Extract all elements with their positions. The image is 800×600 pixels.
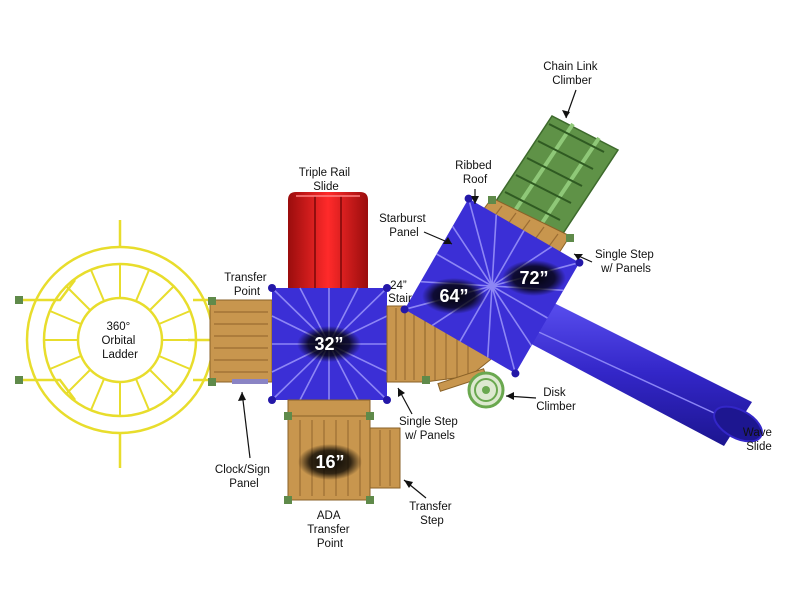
disk-climber — [437, 368, 505, 409]
label-wave-slide: Wave Slide — [743, 427, 775, 453]
height-64: 64” — [439, 286, 468, 306]
height-72: 72” — [519, 268, 548, 288]
height-16: 16” — [315, 452, 344, 472]
orbital-ladder — [22, 220, 215, 468]
transfer-step — [369, 427, 401, 489]
label-ribbed-roof: Ribbed Roof — [455, 160, 495, 186]
label-transfer-point: Transfer Point — [224, 272, 270, 298]
label-transfer-step: Transfer Step — [409, 501, 455, 527]
height-32: 32” — [314, 334, 343, 354]
callouts: Chain Link Climber Ribbed Roof Triple Ra… — [101, 61, 775, 550]
label-ada-transfer-point: ADA Transfer Point — [307, 510, 353, 550]
label-single-step-bottom: Single Step w/ Panels — [399, 416, 461, 442]
wave-slide — [520, 300, 763, 446]
label-clock-sign-panel: Clock/Sign Panel — [215, 464, 273, 490]
label-starburst-panel: Starburst Panel — [379, 213, 429, 239]
height-badges: 32” 64” 72” 16” — [297, 260, 566, 480]
label-stair-24: 24” Stair — [388, 280, 412, 305]
transfer-point-deck — [208, 297, 273, 386]
label-orbital-ladder: 360° Orbital Ladder — [101, 321, 138, 361]
chain-link-climber — [492, 115, 620, 239]
ladder-posts — [15, 296, 23, 384]
triple-rail-slide — [288, 192, 368, 290]
label-chain-link-climber: Chain Link Climber — [543, 61, 601, 87]
label-triple-rail-slide: Triple Rail Slide — [299, 167, 354, 193]
label-disk-climber: Disk Climber — [536, 387, 576, 413]
clock-sign-panel — [232, 379, 268, 384]
label-single-step-top: Single Step w/ Panels — [595, 249, 657, 275]
